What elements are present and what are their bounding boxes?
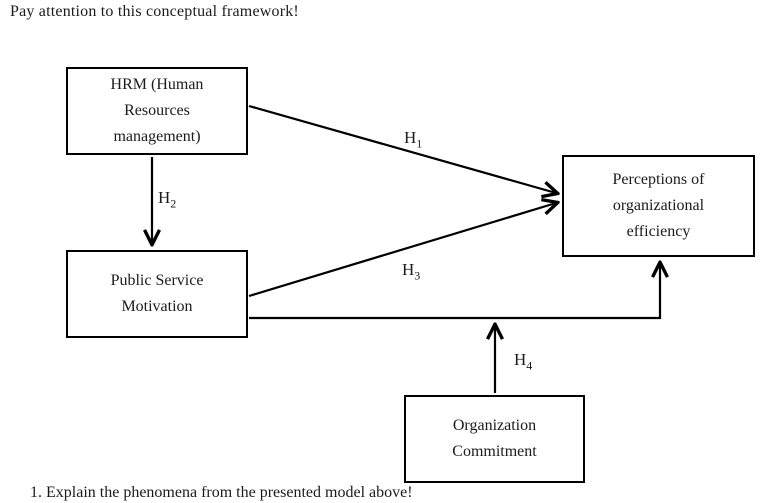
h3-label-base: H bbox=[402, 260, 415, 279]
perceptions-of-organizational-efficiency-box: Perceptions of organizational efficiency bbox=[562, 155, 755, 257]
h1-label-sub: 1 bbox=[416, 136, 423, 151]
h1-label-base: H bbox=[404, 128, 417, 147]
h3-label-sub: 3 bbox=[414, 268, 421, 283]
h4-label-sub: 4 bbox=[526, 358, 533, 373]
h1-label: H1 bbox=[404, 128, 422, 151]
public-service-motivation-box-label: Public Service Motivation bbox=[110, 272, 204, 315]
footer-instruction: 1. Explain the phenomena from the presen… bbox=[30, 484, 413, 501]
h3-label: H3 bbox=[402, 260, 420, 283]
hrm-box-label: HRM (Human Resources management) bbox=[110, 76, 204, 145]
organization-commitment-box-label: Organization Commitment bbox=[452, 417, 537, 460]
hrm-box: HRM (Human Resources management) bbox=[66, 67, 248, 155]
h2-label-base: H bbox=[158, 188, 171, 207]
public-service-motivation-box: Public Service Motivation bbox=[66, 250, 248, 338]
psm-to-perception-elbow-arrow bbox=[249, 264, 660, 320]
h1-arrow bbox=[248, 104, 556, 193]
h2-label-sub: 2 bbox=[170, 196, 177, 211]
h4-label: H4 bbox=[514, 350, 532, 373]
h3-arrow bbox=[248, 203, 556, 298]
h2-label: H2 bbox=[158, 188, 176, 211]
perceptions-box-label: Perceptions of organizational efficiency bbox=[612, 171, 705, 240]
organization-commitment-box: Organization Commitment bbox=[404, 395, 585, 483]
h4-label-base: H bbox=[514, 350, 527, 369]
page-title: Pay attention to this conceptual framewo… bbox=[10, 3, 299, 20]
